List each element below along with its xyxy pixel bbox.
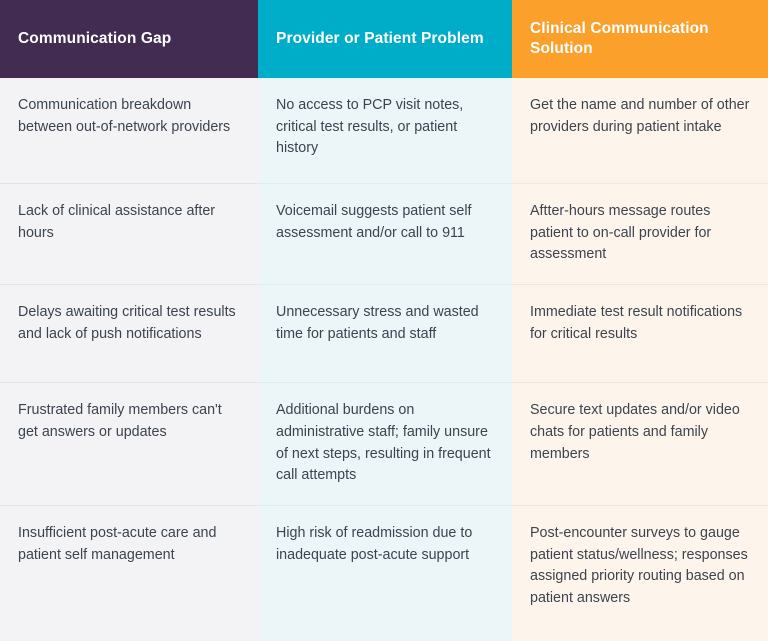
column-header-clinical-communication-solution: Clinical Communication Solution (512, 0, 768, 78)
cell-clinical-communication-solution: Secure text updates and/or video chats f… (512, 382, 768, 506)
column-header-provider-or-patient-problem: Provider or Patient Problem (258, 0, 512, 78)
table-row: Frustrated family members can't get answ… (0, 382, 768, 506)
table-header-row: Communication Gap Provider or Patient Pr… (0, 0, 768, 78)
table-row: Lack of clinical assistance after hours … (0, 182, 768, 285)
cell-provider-or-patient-problem: No access to PCP visit notes, critical t… (258, 78, 512, 184)
cell-provider-or-patient-problem: Unnecessary stress and wasted time for p… (258, 284, 512, 383)
cell-provider-or-patient-problem: Additional burdens on administrative sta… (258, 382, 512, 506)
column-header-communication-gap: Communication Gap (0, 0, 258, 78)
cell-provider-or-patient-problem: High risk of readmission due to inadequa… (258, 505, 512, 641)
cell-communication-gap: Delays awaiting critical test results an… (0, 284, 258, 383)
table-row: Delays awaiting critical test results an… (0, 284, 768, 383)
table-row: Communication breakdown between out-of-n… (0, 78, 768, 184)
table-row: Insufficient post-acute care and patient… (0, 505, 768, 641)
cell-communication-gap: Frustrated family members can't get answ… (0, 382, 258, 506)
cell-clinical-communication-solution: Get the name and number of other provide… (512, 78, 768, 184)
cell-communication-gap: Lack of clinical assistance after hours (0, 182, 258, 285)
cell-clinical-communication-solution: Post-encounter surveys to gauge patient … (512, 505, 768, 641)
cell-communication-gap: Insufficient post-acute care and patient… (0, 505, 258, 641)
table-header: Communication Gap Provider or Patient Pr… (0, 0, 768, 78)
cell-clinical-communication-solution: Immediate test result notifications for … (512, 284, 768, 383)
cell-provider-or-patient-problem: Voicemail suggests patient self assessme… (258, 182, 512, 285)
table-body: Communication breakdown between out-of-n… (0, 78, 768, 641)
cell-clinical-communication-solution: Aftter-hours message routes patient to o… (512, 182, 768, 285)
cell-communication-gap: Communication breakdown between out-of-n… (0, 78, 258, 184)
